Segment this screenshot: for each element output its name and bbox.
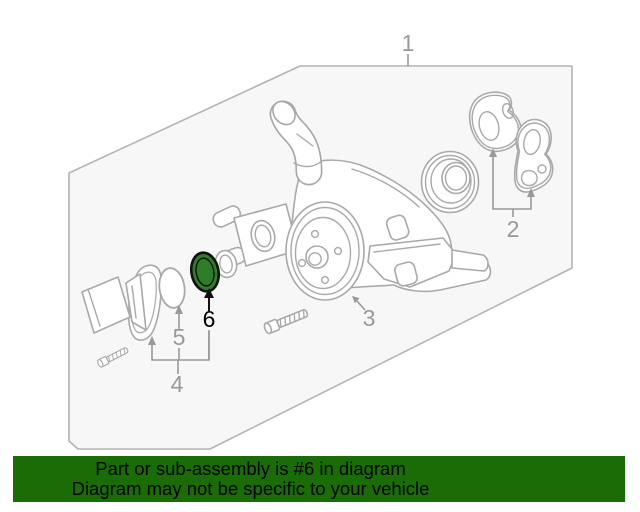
arrowhead [148, 336, 156, 345]
callout-5: 5 [173, 305, 186, 360]
pump-hub-face [285, 201, 365, 301]
arrowhead [527, 188, 535, 197]
part-label-4: 4 [171, 371, 184, 397]
gasket-hole [520, 169, 538, 187]
seal-inner [195, 257, 215, 287]
pump-port [250, 219, 276, 253]
water-pump [212, 100, 492, 301]
arrowhead [204, 288, 214, 298]
bolt-hole [333, 246, 343, 256]
arrowhead [489, 148, 497, 157]
part-label-1: 1 [402, 30, 415, 56]
o-ring [158, 267, 186, 309]
hub-shaft [305, 245, 329, 269]
part-label-2: 2 [507, 216, 520, 242]
bolt-large [263, 308, 309, 335]
gasket-left [468, 91, 522, 153]
callout-2: 2 [489, 148, 535, 242]
bolt-hole [320, 275, 330, 285]
gasket-hole [501, 103, 515, 119]
pulley [420, 150, 480, 214]
part-label-5: 5 [173, 324, 186, 350]
outlet-neck [81, 276, 131, 334]
banner-text: Part or sub-assembly is #6 in diagram Di… [13, 459, 488, 499]
neck-opening [272, 100, 296, 126]
part-label-6-highlighted: 6 [203, 306, 216, 332]
arrowhead [175, 305, 183, 314]
callout-6: 6 [203, 288, 216, 360]
bolt-small [97, 347, 129, 368]
gasket-right [513, 118, 554, 193]
pump-neck-tube [269, 100, 323, 186]
pump-ear-tab-top [212, 205, 242, 228]
callout-3: 3 [352, 296, 375, 331]
callout-1: 1 [402, 30, 415, 66]
outlet-cone [125, 273, 147, 331]
pump-body-seam [351, 168, 420, 208]
gasket-hole [537, 164, 547, 174]
pump-right-flange [367, 214, 489, 288]
gasket-hole [478, 111, 500, 141]
arrowhead [352, 296, 360, 304]
banner-line-1: Part or sub-assembly is #6 in diagram [95, 458, 406, 479]
banner-line-2: Diagram may not be specific to your vehi… [71, 478, 430, 499]
bolt-hole [297, 258, 307, 268]
bolt-hole [310, 229, 320, 239]
highlight-banner: Part or sub-assembly is #6 in diagram Di… [13, 456, 625, 502]
water-outlet-housing [81, 264, 163, 341]
gasket-hole [523, 128, 541, 156]
part-label-3: 3 [363, 305, 376, 331]
